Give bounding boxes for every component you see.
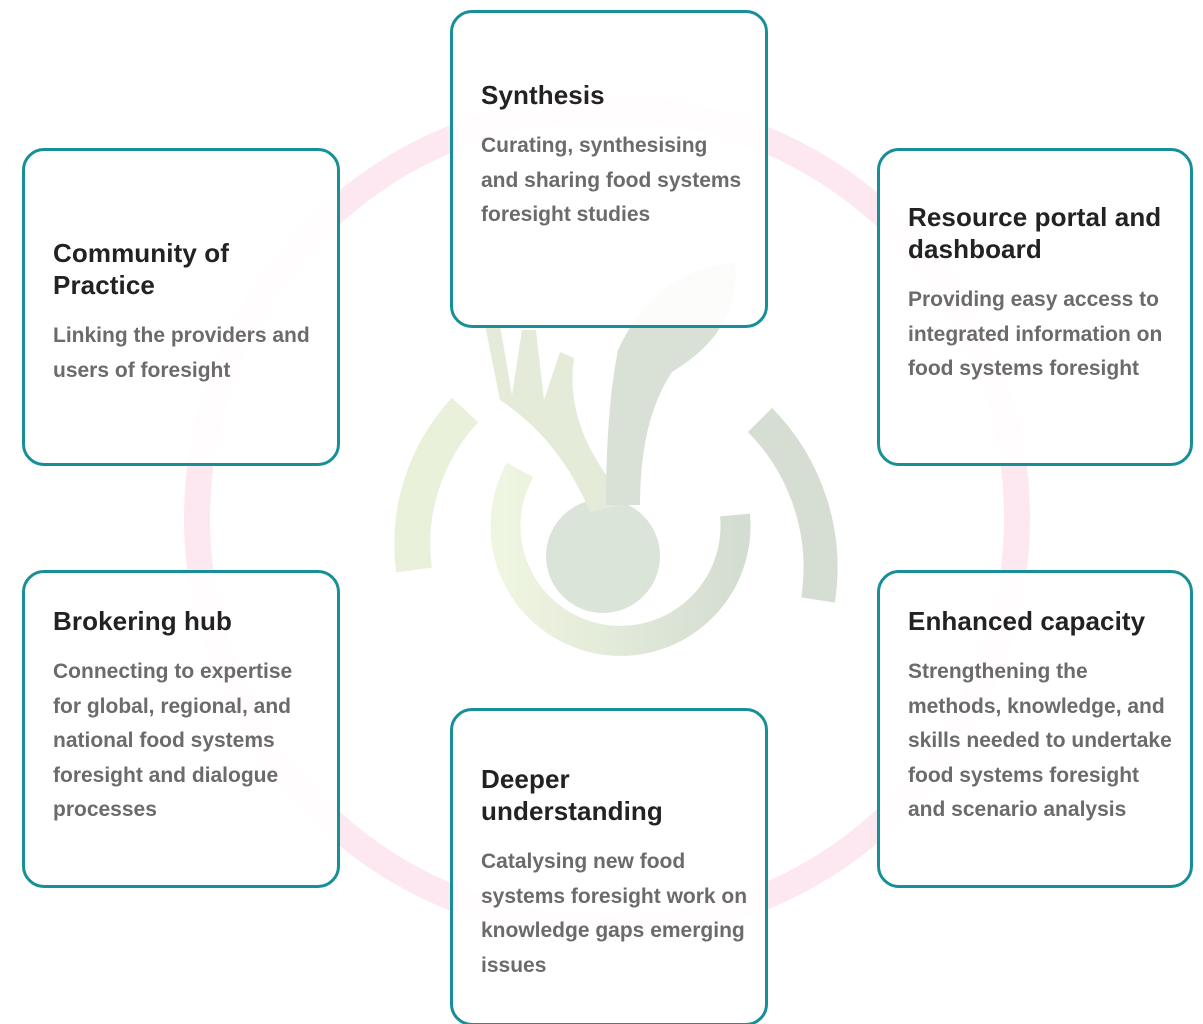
card-brokering-hub: Brokering hub Connecting to expertise fo…: [22, 570, 340, 888]
card-title: Community of Practice: [53, 238, 229, 300]
card-title: Resource portal and dashboard: [908, 202, 1162, 264]
card-title: Brokering hub: [53, 606, 232, 636]
card-enhanced-capacity: Enhanced capacity Strengthening the meth…: [877, 570, 1193, 888]
card-title: Enhanced capacity: [908, 606, 1146, 636]
card-description: Strengthening the methods, knowledge, an…: [908, 660, 1172, 821]
card-description: Providing easy access to integrated info…: [908, 288, 1163, 380]
card-title: Synthesis: [481, 80, 605, 110]
card-community-of-practice: Community of Practice Linking the provid…: [22, 148, 340, 466]
card-description: Linking the providers and users of fores…: [53, 324, 310, 382]
card-title: Deeper understanding: [481, 764, 663, 826]
card-synthesis: Synthesis Curating, synthesising and sha…: [450, 10, 768, 328]
card-description: Curating, synthesising and sharing food …: [481, 134, 742, 226]
card-deeper-understanding: Deeper understanding Catalysing new food…: [450, 708, 768, 1024]
card-description: Catalysing new food systems foresight wo…: [481, 850, 748, 977]
card-resource-portal: Resource portal and dashboard Providing …: [877, 148, 1193, 466]
card-description: Connecting to expertise for global, regi…: [53, 660, 293, 821]
